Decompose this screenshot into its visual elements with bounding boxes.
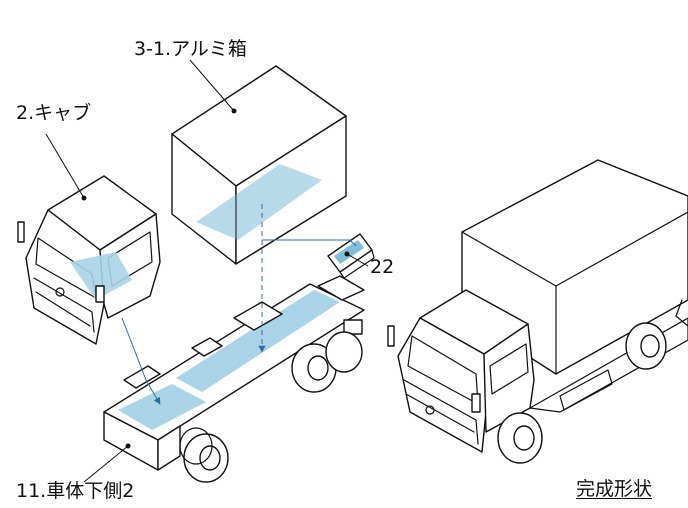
- part22-label: 22: [370, 256, 395, 278]
- cab-highlight: [70, 252, 132, 300]
- aluminum-box: [171, 65, 347, 265]
- cab-leader-line: [45, 133, 85, 199]
- part22-leader-line: [346, 253, 369, 267]
- cab: [17, 175, 161, 345]
- assembly-arrows: [121, 204, 357, 405]
- underbody-leader-line: [83, 445, 129, 483]
- box-floor-highlight: [196, 164, 322, 240]
- underbody-highlight: [118, 384, 206, 430]
- part-22: [327, 233, 375, 279]
- chassis-floor-highlight: [176, 290, 340, 392]
- chassis: [103, 275, 365, 483]
- complete-truck: [387, 159, 688, 464]
- box-to-part22-arrow: [262, 239, 357, 247]
- part-22-highlight: [334, 240, 364, 264]
- cab-label: 2.キャブ: [16, 102, 92, 124]
- cab-to-underbody-arrow: [121, 317, 161, 405]
- complete-shape-label: 完成形状: [576, 478, 653, 500]
- underbody-label: 11.車体下側2: [16, 480, 135, 502]
- box-leader-line: [189, 59, 235, 112]
- box-label: 3-1.アルミ箱: [134, 38, 247, 60]
- leader-lines: [45, 59, 369, 483]
- cab-side: [99, 213, 161, 319]
